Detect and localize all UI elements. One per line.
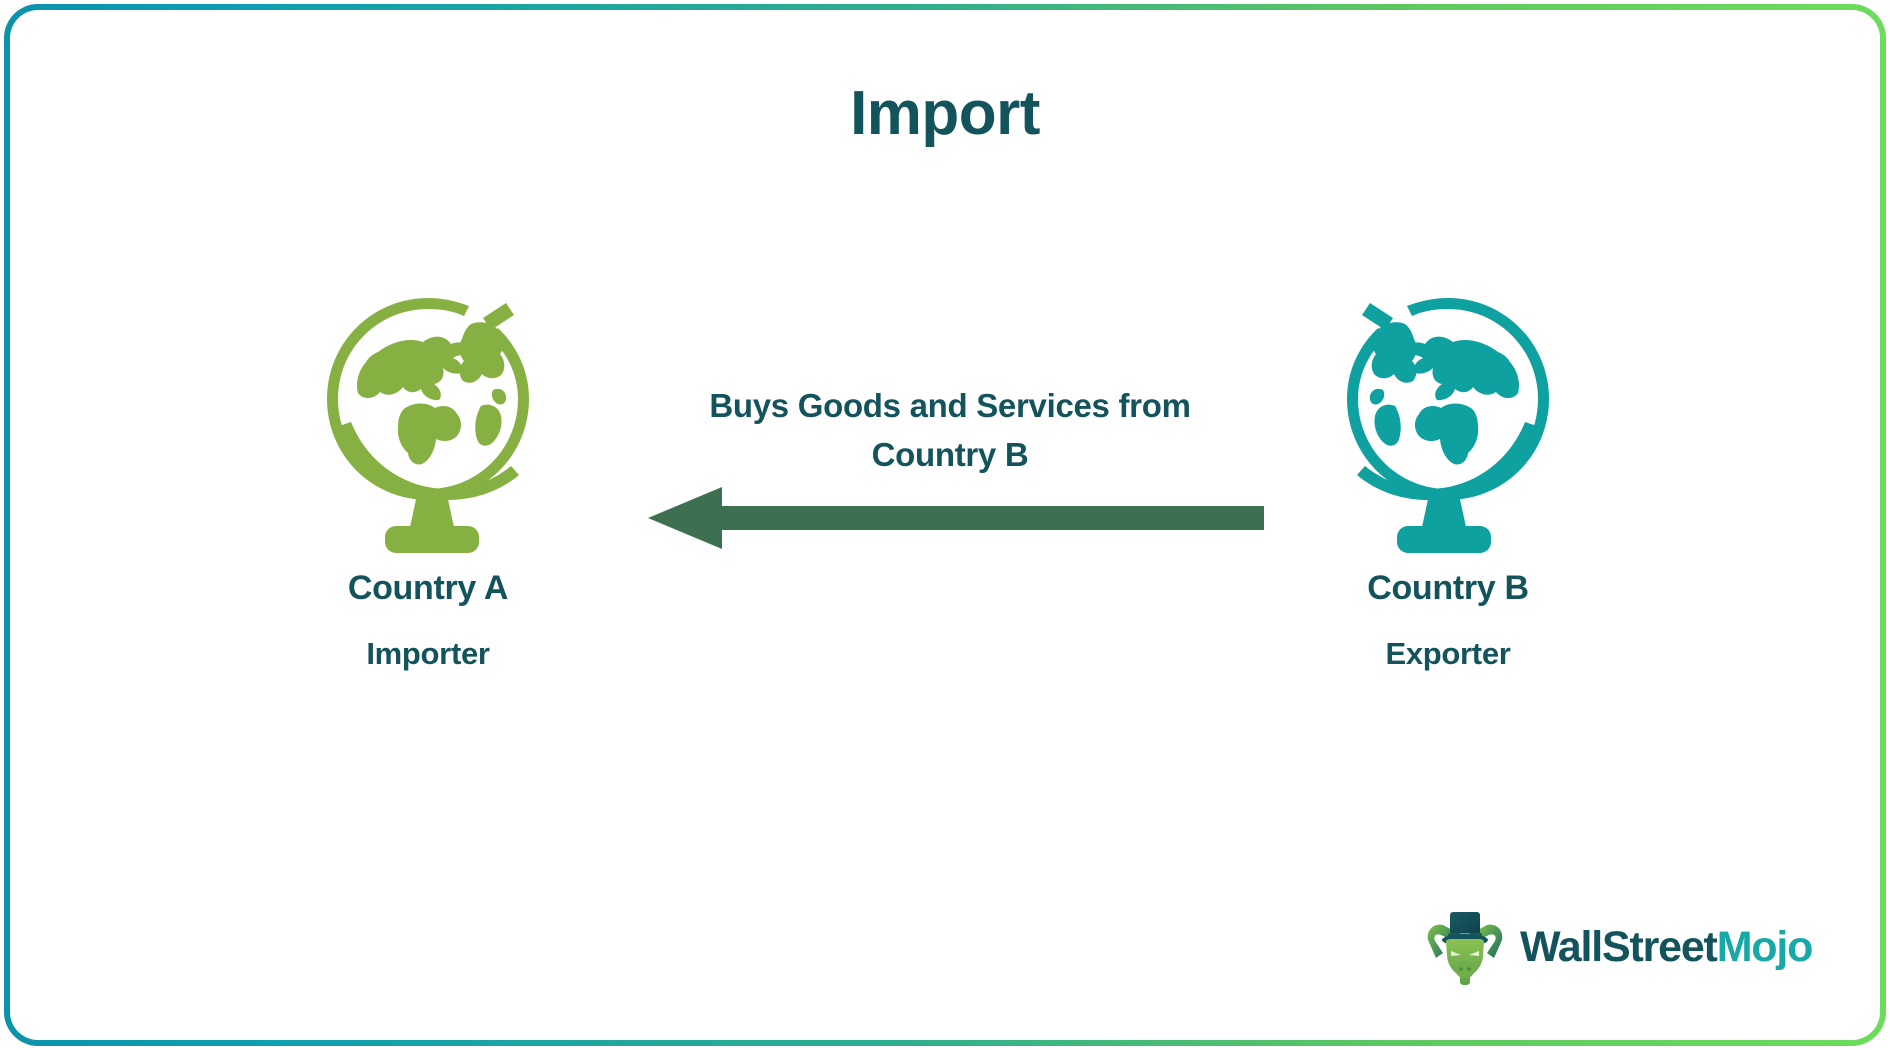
wallstreetmojo-logo: WallStreetMojo: [1424, 908, 1814, 986]
country-a-role: Importer: [366, 636, 490, 671]
logo-wordmark: WallStreetMojo: [1520, 922, 1814, 972]
node-country-b: Country B Exporter: [1238, 290, 1658, 672]
flow-label-line-2: Country B: [871, 435, 1029, 473]
logo-text-primary: WallStreet: [1520, 922, 1718, 971]
country-a-name: Country A: [347, 569, 509, 607]
globe-icon: [327, 298, 529, 553]
country-b-name: Country B: [1367, 569, 1529, 607]
flow-arrow-left-icon: [648, 487, 1264, 549]
node-country-a: Country A Importer: [218, 290, 638, 672]
page-title: Import: [850, 79, 1040, 148]
country-b-role: Exporter: [1385, 636, 1511, 671]
globe-icon: [1347, 298, 1549, 553]
logo-text-accent: Mojo: [1716, 922, 1814, 971]
bull-head-with-top-hat-icon: [1427, 912, 1503, 985]
flow-label-line-1: Buys Goods and Services from: [709, 387, 1191, 424]
flow-label: Buys Goods and Services from Country B: [600, 382, 1300, 480]
